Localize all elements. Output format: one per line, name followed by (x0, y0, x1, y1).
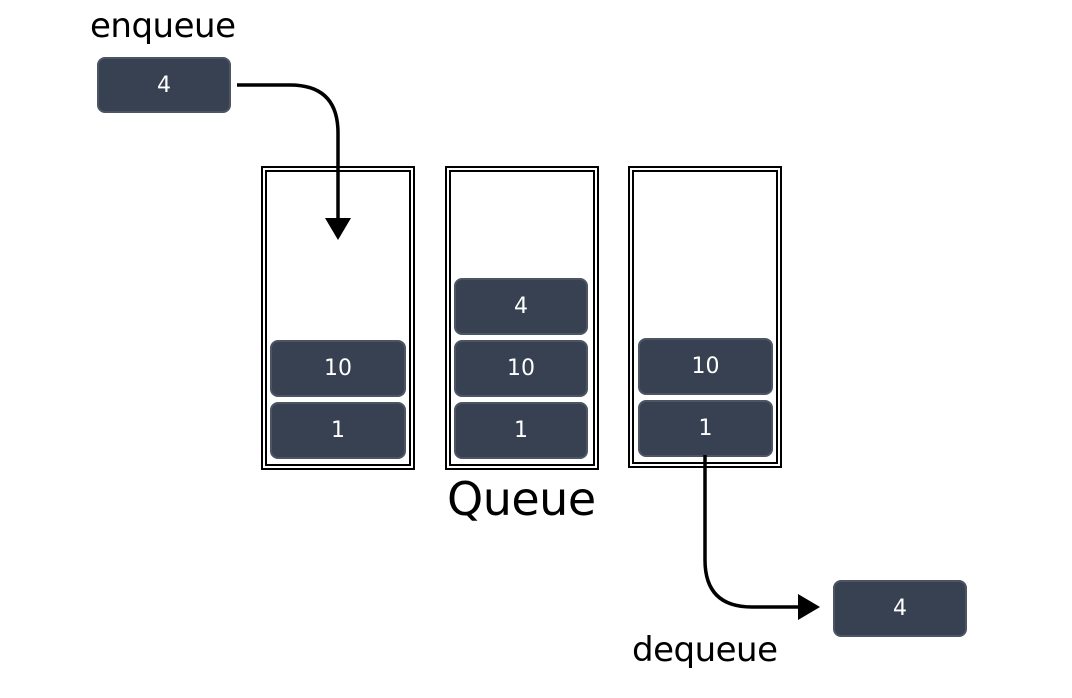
queue-item: 1 (454, 402, 588, 459)
dequeue-arrow (703, 455, 800, 609)
queue-title: Queue (447, 472, 596, 526)
queue-item: 10 (270, 340, 406, 397)
dequeue-item: 4 (833, 580, 967, 637)
enqueue-item: 4 (97, 57, 231, 113)
queue-item: 1 (270, 402, 406, 459)
enqueue-label: enqueue (90, 6, 236, 46)
queue-item: 10 (638, 338, 773, 395)
queue-item: 4 (454, 278, 588, 335)
enqueue-arrowhead (325, 218, 351, 240)
dequeue-arrowhead (798, 594, 820, 620)
enqueue-arrow (237, 83, 340, 218)
dequeue-label: dequeue (632, 630, 778, 670)
queue-item: 10 (454, 340, 588, 397)
